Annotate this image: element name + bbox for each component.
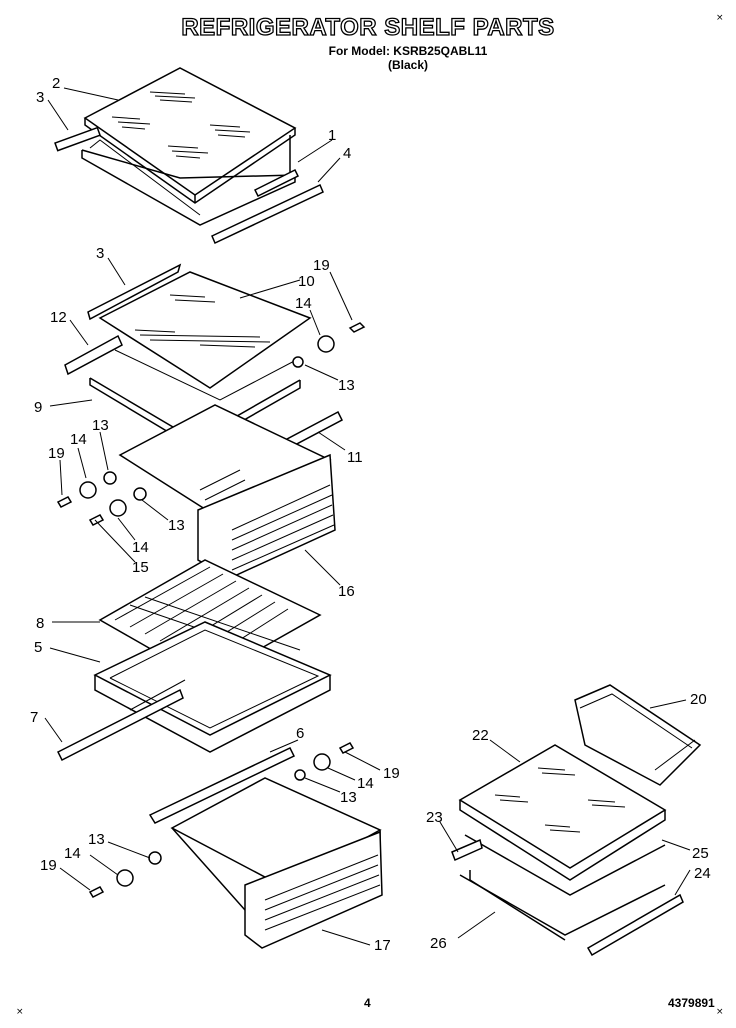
door-bin [574, 684, 702, 786]
color-subtitle: (Black) [387, 58, 428, 72]
crisper-cover-assembly [56, 559, 332, 762]
callout-23: 23 [426, 809, 443, 826]
callout-19-top: 19 [313, 257, 330, 274]
callout-10: 10 [298, 273, 315, 290]
callout-11: 11 [347, 449, 363, 466]
top-glass-shelf-assembly [54, 67, 324, 245]
callout-7: 7 [30, 709, 38, 726]
crisper-drawer [56, 404, 336, 579]
callout-13-left: 13 [92, 417, 109, 434]
leader-lines [44, 87, 691, 946]
page-number: 4 [364, 996, 371, 1010]
callout-14-top: 14 [295, 295, 312, 312]
callout-5: 5 [34, 639, 42, 656]
callout-6: 6 [296, 725, 304, 742]
callout-4: 4 [343, 145, 351, 162]
page-title: REFRIGERATOR SHELF PARTS [181, 13, 555, 41]
callout-13-lower: 13 [340, 789, 357, 806]
callout-19-bottom: 19 [40, 857, 57, 874]
callout-19-left: 19 [48, 445, 65, 462]
callout-26: 26 [430, 935, 447, 952]
callout-17: 17 [374, 937, 391, 954]
callout-13-top: 13 [338, 377, 355, 394]
callout-19-lower: 19 [383, 765, 400, 782]
corner-mark-bottom-left: × [16, 1007, 24, 1017]
callout-1: 1 [328, 127, 336, 144]
callout-14-mid: 14 [132, 539, 149, 556]
document-number: 4379891 [668, 996, 715, 1010]
callout-20: 20 [690, 691, 707, 708]
callout-numbers: 2 3 1 4 3 10 19 12 14 13 9 13 11 14 19 1… [30, 75, 711, 954]
callout-14-left: 14 [70, 431, 87, 448]
model-subtitle: For Model: KSRB25QABL11 [328, 44, 488, 58]
callout-16: 16 [338, 583, 355, 600]
callout-12: 12 [50, 309, 67, 326]
callout-9: 9 [34, 399, 42, 416]
callout-8: 8 [36, 615, 44, 632]
callout-3-middle: 3 [96, 245, 104, 262]
corner-mark-bottom-right: × [716, 1007, 724, 1017]
callout-2: 2 [52, 75, 60, 92]
lower-crisper-drawer [88, 742, 383, 949]
callout-14-bottom: 14 [64, 845, 81, 862]
callout-22: 22 [472, 727, 489, 744]
callout-25: 25 [692, 845, 709, 862]
callout-24: 24 [694, 865, 711, 882]
callout-14-lower: 14 [357, 775, 374, 792]
corner-mark-top-right: × [716, 13, 724, 23]
right-glass-shelf-assembly [451, 744, 684, 957]
callout-15: 15 [132, 559, 149, 576]
callout-13-bottom: 13 [88, 831, 105, 848]
callout-3: 3 [36, 89, 44, 106]
callout-13-mid: 13 [168, 517, 185, 534]
